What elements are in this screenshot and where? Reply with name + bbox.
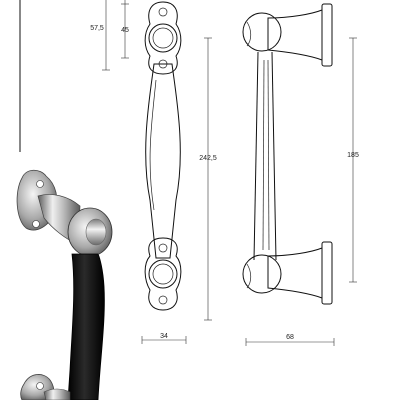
side-bottom-knuckle-edge (246, 263, 252, 289)
front-bottom-screw-hole-lower (158, 295, 168, 305)
dimension-45-label: 45 (121, 27, 129, 34)
render-top-knuckle-cap (85, 218, 107, 246)
side-bottom-knuckle (242, 254, 282, 294)
dimension-34-label: 34 (160, 333, 168, 340)
dimension-57-5-label: 57,5 (90, 25, 104, 32)
side-grip-rod-outer (253, 51, 259, 261)
dimension-68-label: 68 (286, 334, 294, 341)
side-top-flange (321, 3, 333, 67)
front-top-boss-inner (152, 27, 174, 49)
render-bottom-stem (43, 388, 71, 400)
product-rendering (16, 169, 113, 400)
side-top-stem (267, 9, 323, 61)
dimension-242-5: 242,5 (199, 37, 217, 321)
side-top-knuckle (242, 12, 282, 52)
front-bottom-screw-hole-upper (158, 243, 168, 253)
dimension-185: 185 (347, 37, 359, 283)
render-bottom-screw-hole (36, 382, 44, 390)
front-top-rose-plate (144, 1, 182, 75)
front-top-screw-hole-upper (158, 7, 168, 17)
front-view-handle (144, 1, 182, 311)
dimension-45: 45 (121, 0, 129, 59)
side-view-handle (242, 3, 333, 305)
front-bottom-boss-inner (152, 263, 174, 285)
dimension-185-label: 185 (347, 152, 359, 159)
front-grip-outline (145, 63, 181, 259)
side-bottom-stem (267, 247, 323, 299)
front-top-boss-outer (148, 23, 178, 53)
side-grip-rod-inner (271, 51, 277, 261)
side-grip-center-line-2 (267, 59, 270, 251)
dimension-242-5-label: 242,5 (199, 155, 217, 162)
side-bottom-flange (321, 241, 333, 305)
render-grip (67, 253, 105, 400)
dimension-57-5: 57,5 (90, 0, 110, 71)
front-grip-highlight (149, 79, 157, 211)
dimension-68: 68 (245, 334, 335, 346)
side-top-knuckle-edge (246, 21, 252, 47)
side-grip-center-line (262, 59, 265, 251)
front-bottom-rose-plate (144, 237, 182, 311)
dimension-34: 34 (141, 333, 187, 344)
render-top-screw-hole-2 (32, 220, 40, 228)
render-top-screw-hole-1 (36, 180, 44, 188)
front-bottom-boss-outer (148, 259, 178, 289)
